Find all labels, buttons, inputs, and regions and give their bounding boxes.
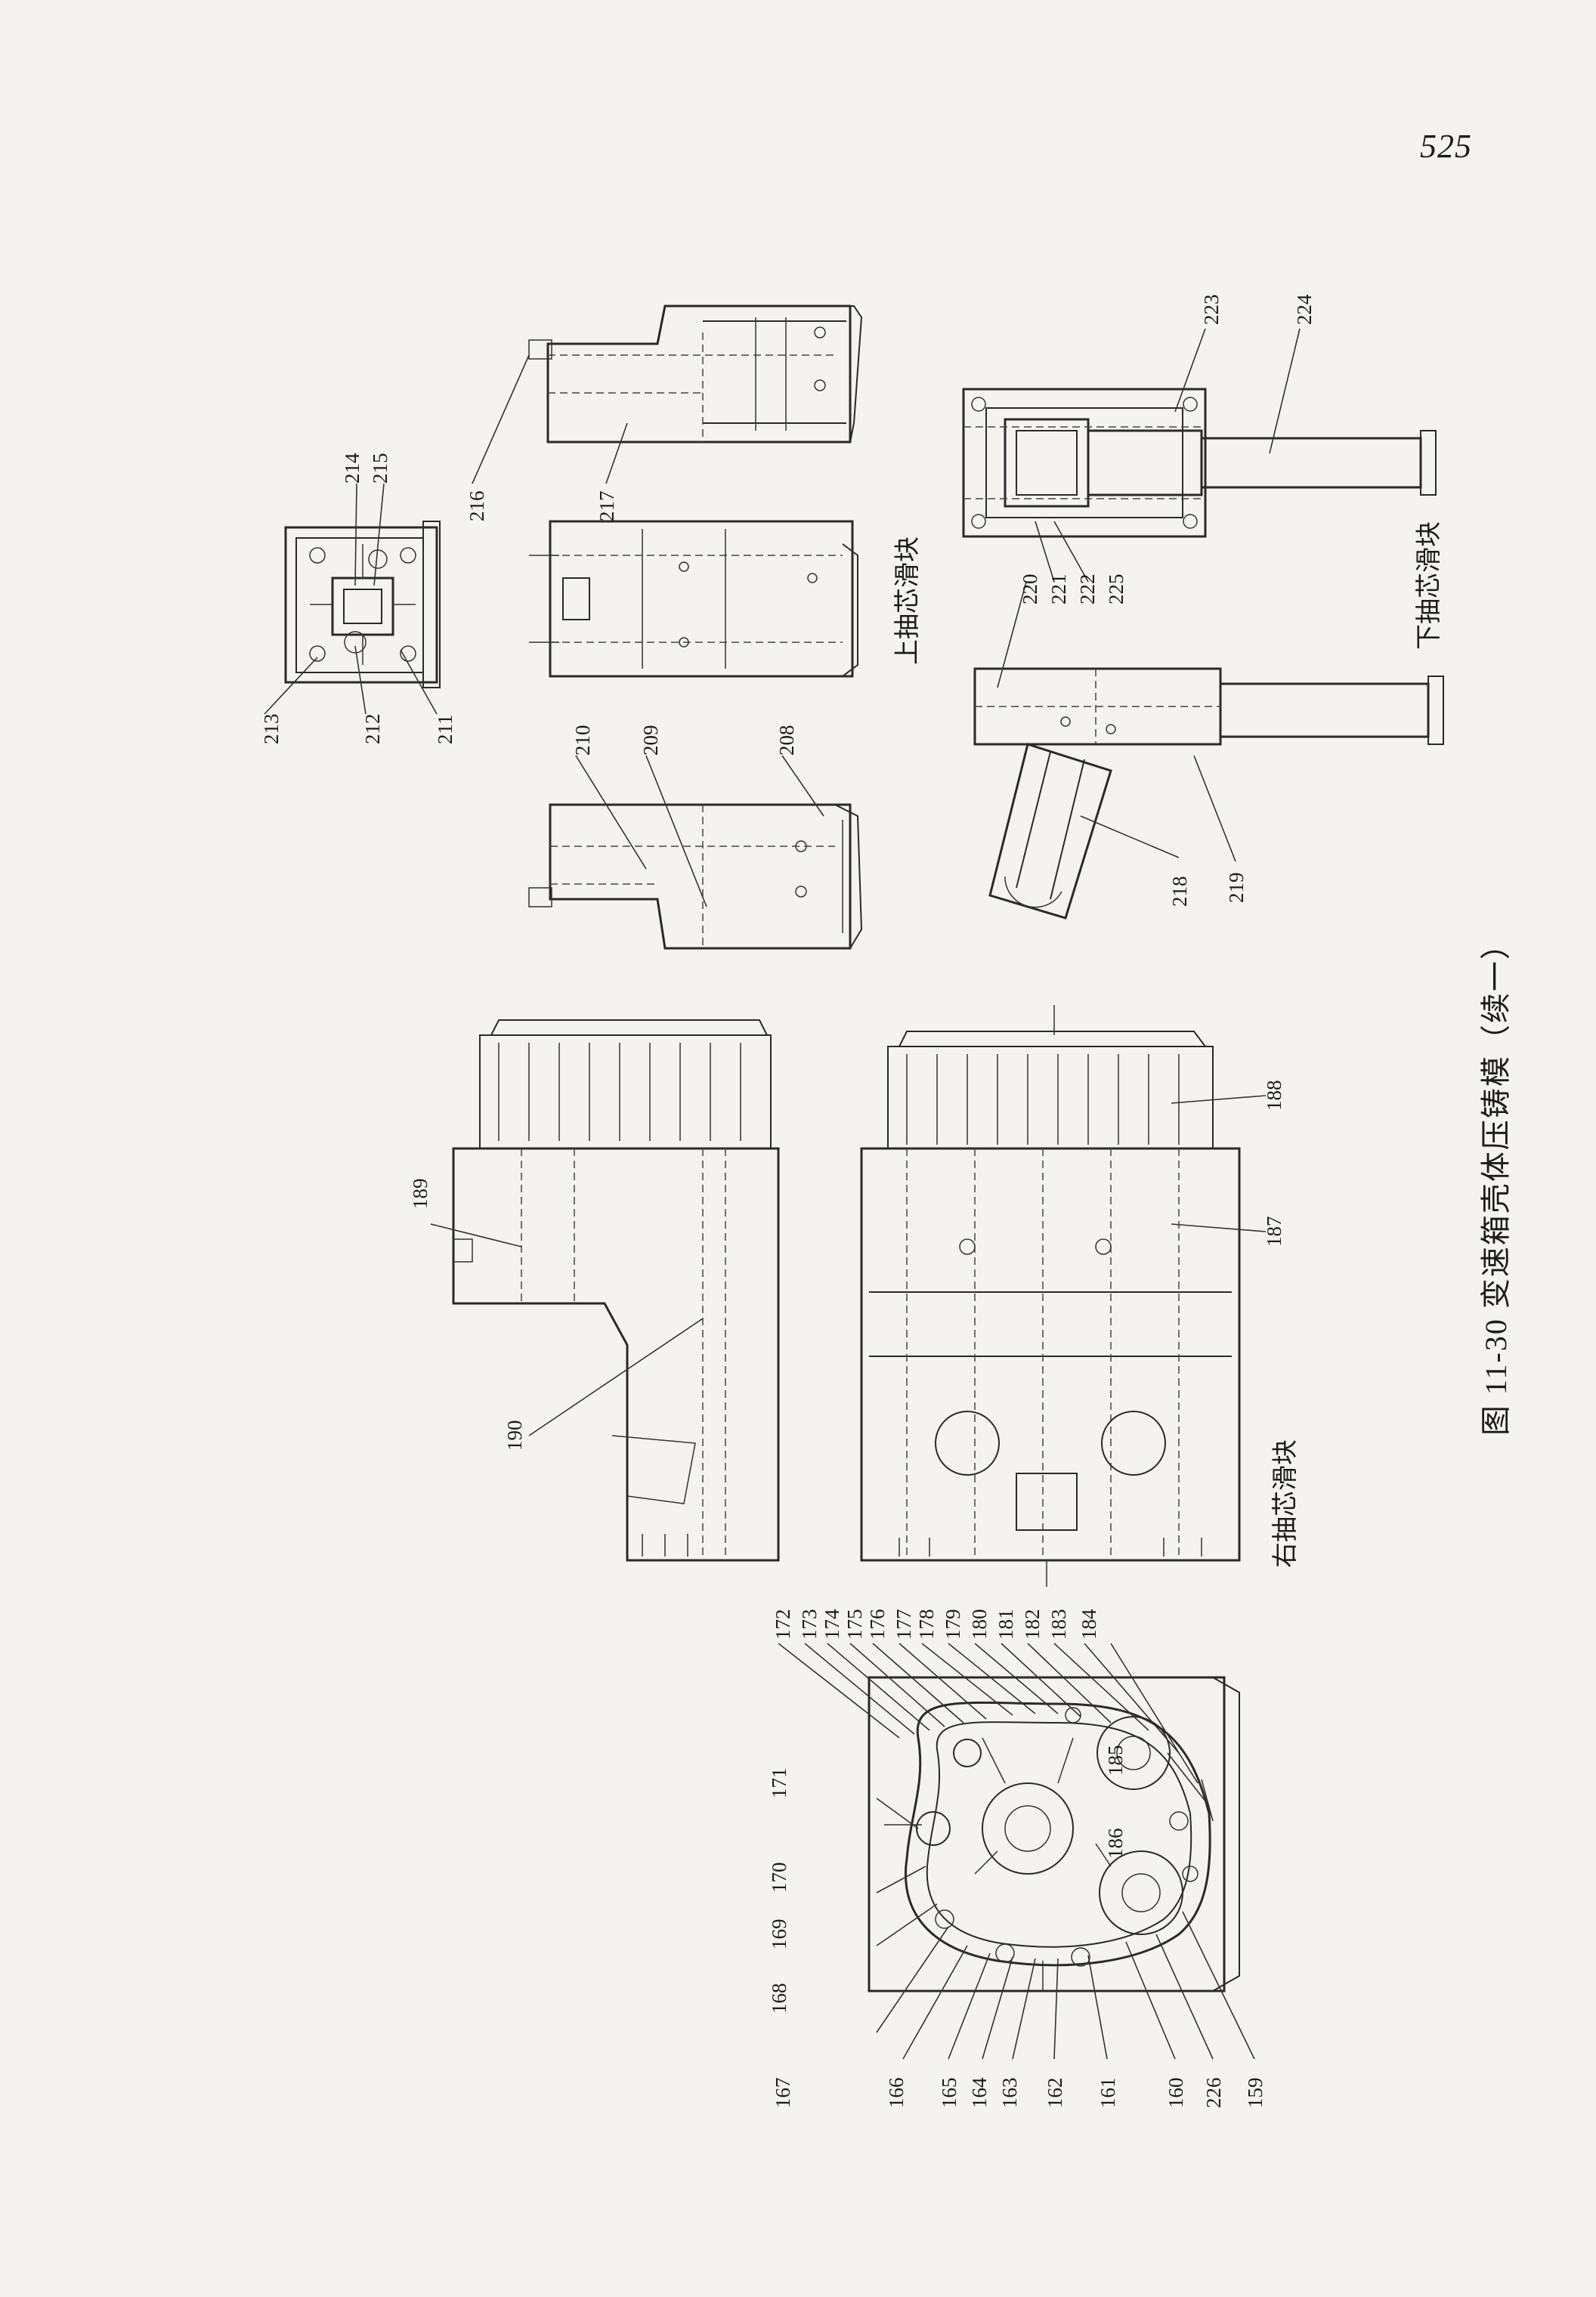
- callout-179: 179: [942, 1609, 964, 1640]
- callout-224: 224: [1293, 294, 1316, 325]
- label-right-core-slider: 右抽芯滑块: [1272, 1439, 1300, 1568]
- leader-lines: [264, 328, 1301, 2060]
- callout-220: 220: [1019, 574, 1041, 605]
- callout-166: 166: [885, 2078, 908, 2109]
- callout-164: 164: [968, 2077, 991, 2108]
- label-upper-core-slider: 上抽芯滑块: [894, 536, 922, 665]
- callout-174: 174: [821, 1609, 843, 1640]
- callout-163: 163: [998, 2078, 1021, 2109]
- callout-209: 209: [639, 725, 662, 756]
- right-slider-187-188: [860, 1005, 1241, 1587]
- callout-171: 171: [768, 1768, 790, 1799]
- callout-170: 170: [768, 1863, 790, 1894]
- upper-slider-block-217: [528, 305, 863, 444]
- callout-182: 182: [1021, 1609, 1044, 1640]
- callout-159: 159: [1244, 2078, 1267, 2109]
- label-lower-core-slider: 下抽芯滑块: [1415, 521, 1443, 650]
- upper-slider-block-208: [528, 803, 863, 950]
- callout-numbers: 211 212 213 214 215 216 217 210 209 208 …: [260, 294, 1316, 2108]
- figure-caption: 图 11-30 变速箱壳体压铸模（续一）: [1479, 928, 1513, 1436]
- callout-223: 223: [1200, 295, 1223, 326]
- callout-186: 186: [1104, 1829, 1127, 1860]
- callout-173: 173: [798, 1609, 821, 1640]
- callout-188: 188: [1263, 1080, 1285, 1111]
- callout-213: 213: [260, 714, 283, 745]
- callout-225: 225: [1105, 574, 1127, 605]
- upper-slider-block-middle: [529, 520, 858, 678]
- callout-187: 187: [1263, 1217, 1285, 1247]
- callout-165: 165: [938, 2078, 960, 2109]
- callout-161: 161: [1096, 2078, 1119, 2109]
- callout-212: 212: [361, 714, 384, 745]
- callout-184: 184: [1078, 1609, 1100, 1640]
- callout-216: 216: [466, 491, 488, 522]
- callout-180: 180: [968, 1609, 991, 1640]
- callout-217: 217: [595, 491, 618, 522]
- callout-183: 183: [1047, 1609, 1070, 1640]
- callout-162: 162: [1044, 2078, 1066, 2109]
- callout-221: 221: [1047, 574, 1070, 605]
- cavity-insert-plate: [868, 1676, 1240, 1992]
- callout-190: 190: [503, 1421, 526, 1451]
- callout-189: 189: [409, 1179, 431, 1210]
- page-number: 525: [1420, 128, 1472, 165]
- lower-slider-assembly-218: [973, 667, 1444, 920]
- callout-218: 218: [1168, 876, 1191, 907]
- callout-185: 185: [1104, 1745, 1127, 1776]
- callout-210: 210: [571, 725, 594, 756]
- callout-176: 176: [866, 1609, 889, 1640]
- callout-211: 211: [434, 715, 456, 745]
- callout-208: 208: [775, 725, 798, 756]
- callout-214: 214: [341, 453, 363, 484]
- callout-177: 177: [892, 1609, 915, 1640]
- callout-215: 215: [369, 453, 391, 484]
- callout-168: 168: [768, 1983, 790, 2014]
- callout-175: 175: [843, 1609, 866, 1640]
- callout-178: 178: [915, 1609, 938, 1640]
- callout-226: 226: [1202, 2078, 1225, 2109]
- callout-167: 167: [772, 2078, 794, 2109]
- callout-160: 160: [1165, 2078, 1187, 2109]
- callout-219: 219: [1225, 873, 1248, 904]
- callout-169: 169: [768, 1919, 790, 1950]
- callout-222: 222: [1076, 574, 1099, 605]
- callout-181: 181: [994, 1609, 1017, 1640]
- callout-172: 172: [772, 1609, 794, 1640]
- upper-slider-assembly-small: [284, 521, 441, 688]
- right-slider-189-190: [452, 1019, 780, 1562]
- lower-slider-assembly-223: [962, 388, 1437, 538]
